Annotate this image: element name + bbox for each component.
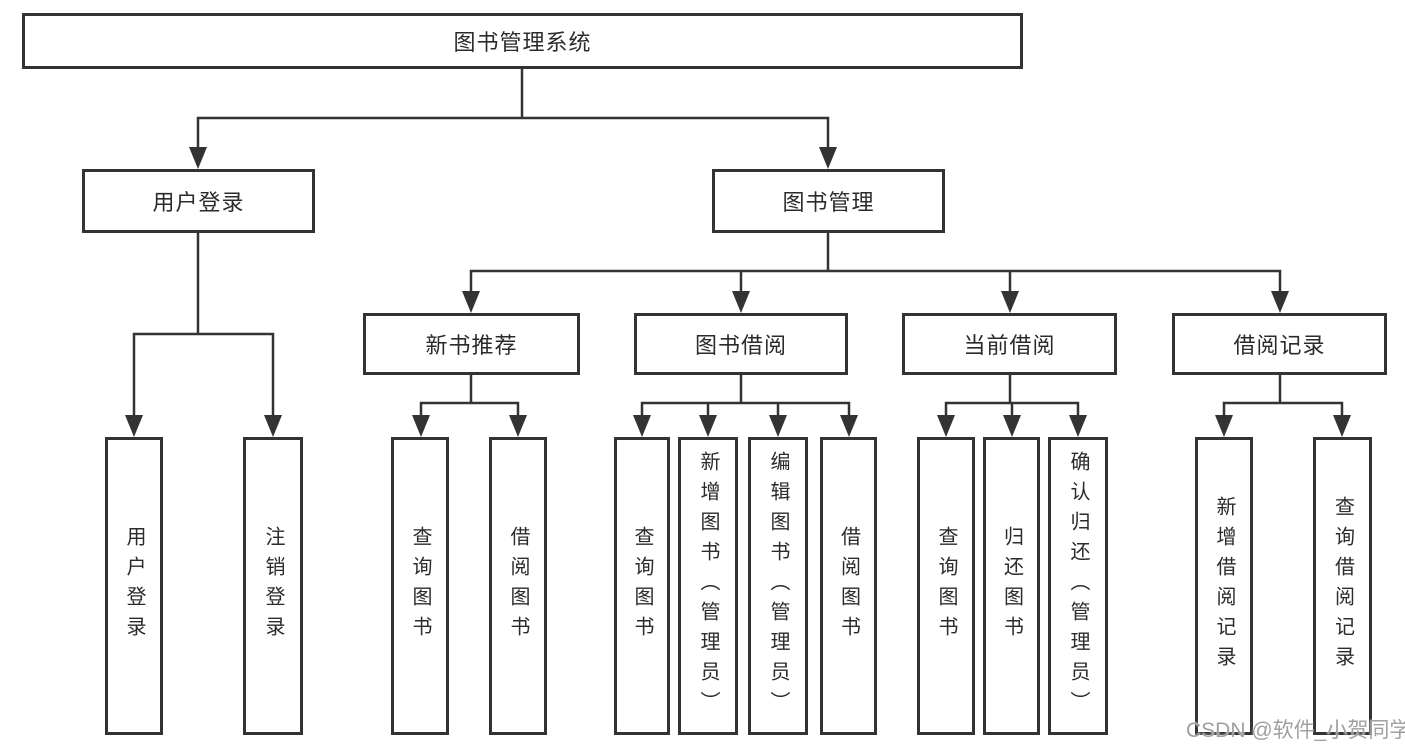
node-new-book-recommend: 新书推荐	[363, 313, 580, 375]
node-borrowing-records: 借阅记录	[1172, 313, 1387, 375]
leaf-confirm-return-admin: 确认归还（管理员）	[1048, 437, 1108, 735]
leaf-add-book-admin: 新增图书（管理员）	[678, 437, 738, 735]
leaf-edit-book-admin: 编辑图书（管理员）	[748, 437, 808, 735]
node-book-management: 图书管理	[712, 169, 945, 233]
leaf-query-books-2: 查询图书	[614, 437, 670, 735]
leaf-borrow-books-2: 借阅图书	[820, 437, 877, 735]
leaf-query-books-1: 查询图书	[391, 437, 449, 735]
leaf-query-borrow-record: 查询借阅记录	[1313, 437, 1372, 735]
node-root: 图书管理系统	[22, 13, 1023, 69]
node-book-borrowing: 图书借阅	[634, 313, 848, 375]
arrowheads	[125, 147, 1351, 437]
node-user-login: 用户登录	[82, 169, 315, 233]
leaf-logout: 注销登录	[243, 437, 303, 735]
node-current-borrowing: 当前借阅	[902, 313, 1117, 375]
leaf-user-login: 用户登录	[105, 437, 163, 735]
leaf-borrow-books-1: 借阅图书	[489, 437, 547, 735]
leaf-return-book: 归还图书	[983, 437, 1040, 735]
leaf-query-books-3: 查询图书	[917, 437, 975, 735]
leaf-add-borrow-record: 新增借阅记录	[1195, 437, 1253, 735]
csdn-watermark: CSDN @软件_小贺同学	[1186, 719, 1405, 742]
